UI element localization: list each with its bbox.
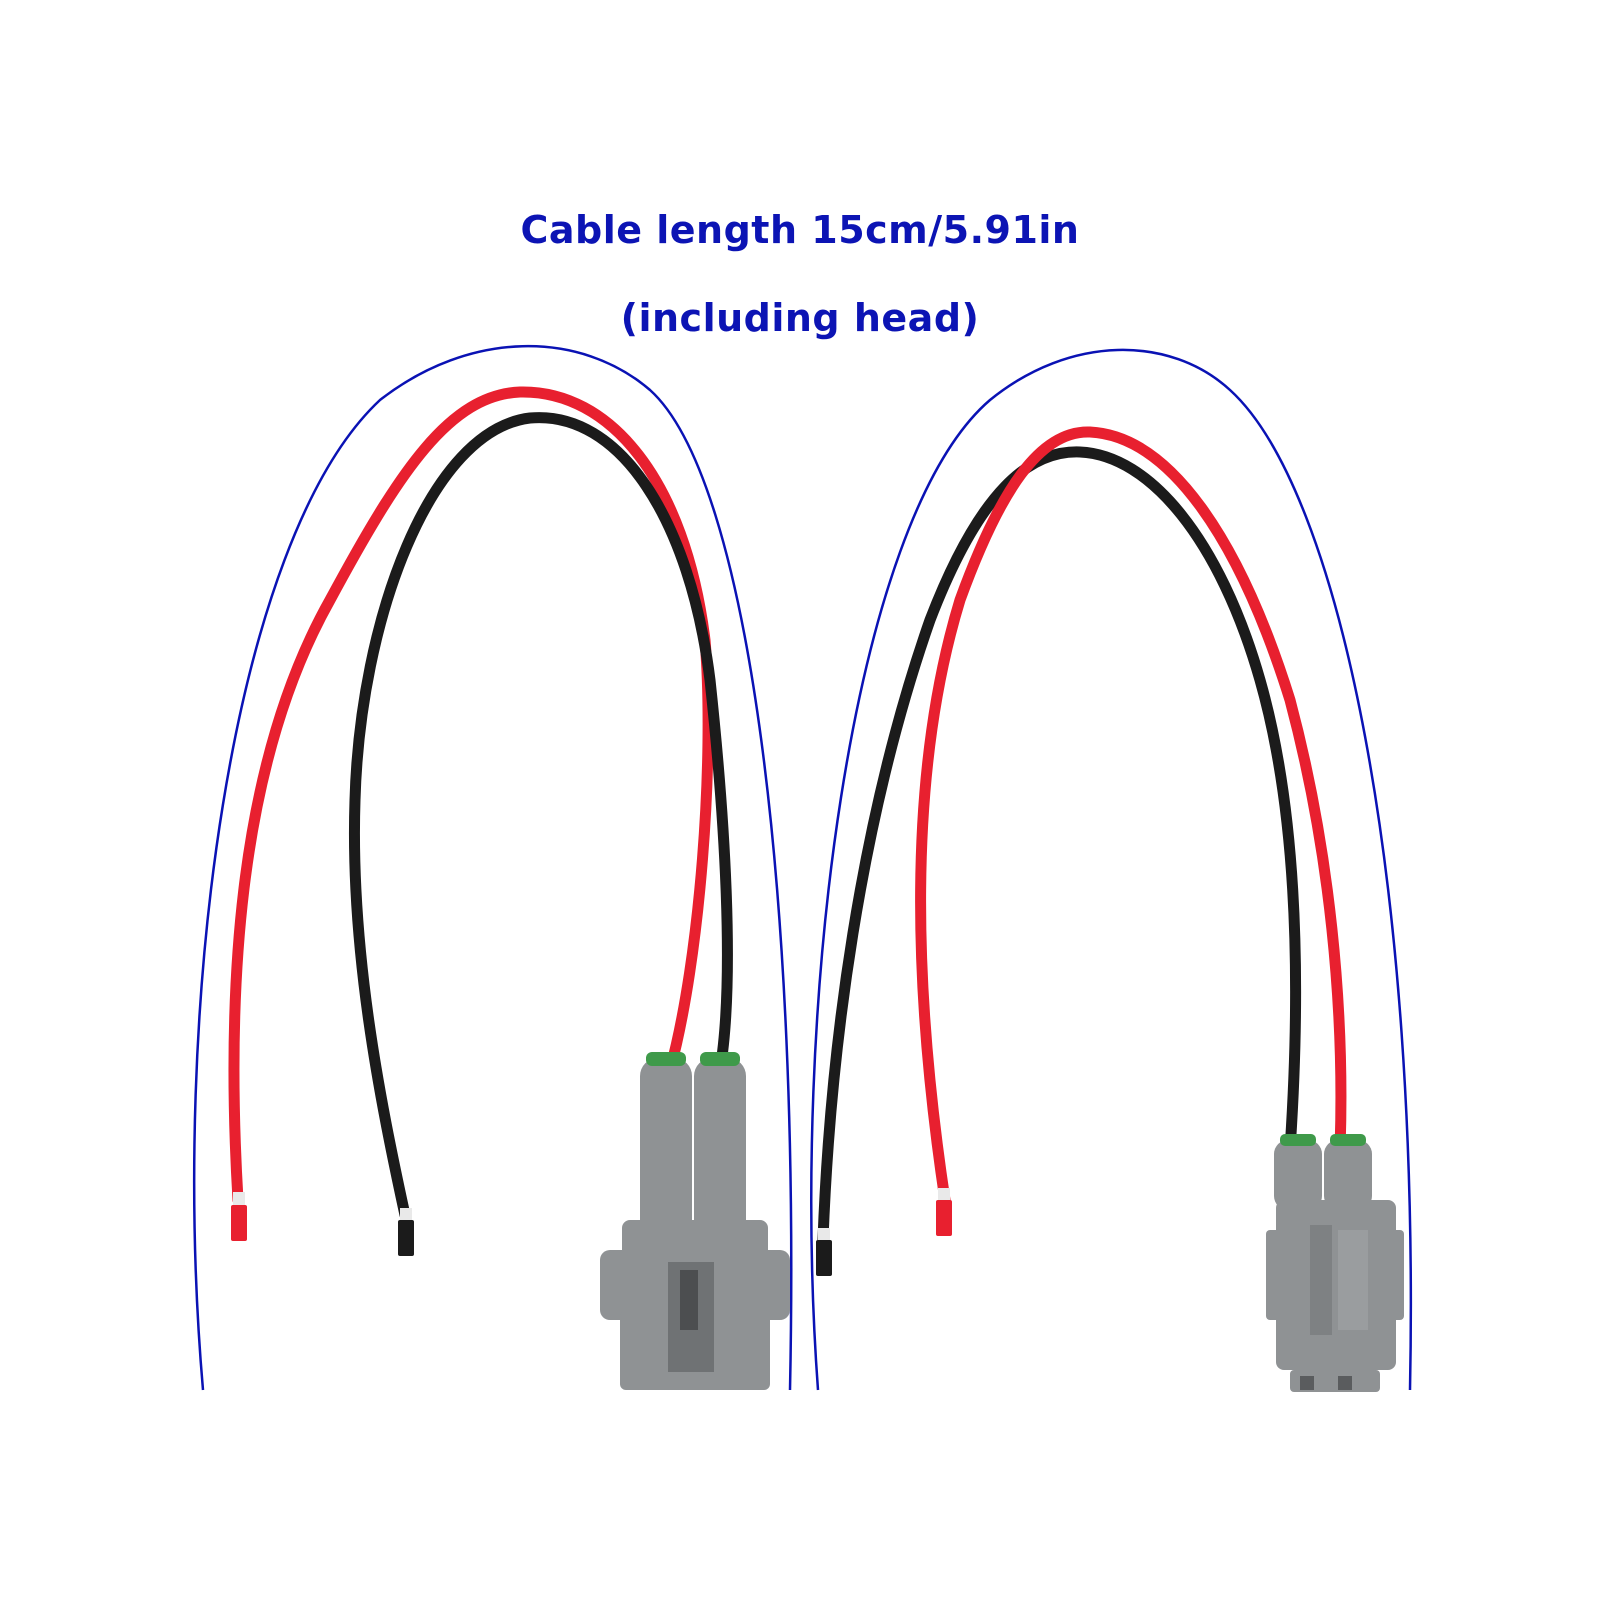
left-red-wire <box>228 386 714 1206</box>
left-black-wire <box>348 412 733 1221</box>
right-red-wire-tip <box>936 1200 952 1236</box>
including-head-caption: (including head) <box>620 296 980 340</box>
left-black-wire-stripped-end <box>400 1208 412 1222</box>
left-cable-assembly <box>228 386 790 1390</box>
right-red-wire-stripped-end <box>938 1188 950 1202</box>
left-red-wire-stripped-end <box>233 1192 245 1206</box>
left-red-wire-tip <box>231 1205 247 1241</box>
right-length-guide-arc <box>810 348 1413 1391</box>
right-red-wire <box>915 426 1347 1206</box>
right-black-wire <box>817 446 1302 1246</box>
left-length-guide-arc <box>192 345 793 1391</box>
right-black-wire-stripped-end <box>818 1228 830 1242</box>
left-black-wire-tip <box>398 1220 414 1256</box>
right-cable-assembly <box>816 426 1404 1392</box>
right-black-wire-tip <box>816 1240 832 1276</box>
female-connector <box>1266 1134 1404 1392</box>
cable-length-caption: Cable length 15cm/5.91in <box>520 208 1080 252</box>
male-connector <box>600 1052 790 1390</box>
